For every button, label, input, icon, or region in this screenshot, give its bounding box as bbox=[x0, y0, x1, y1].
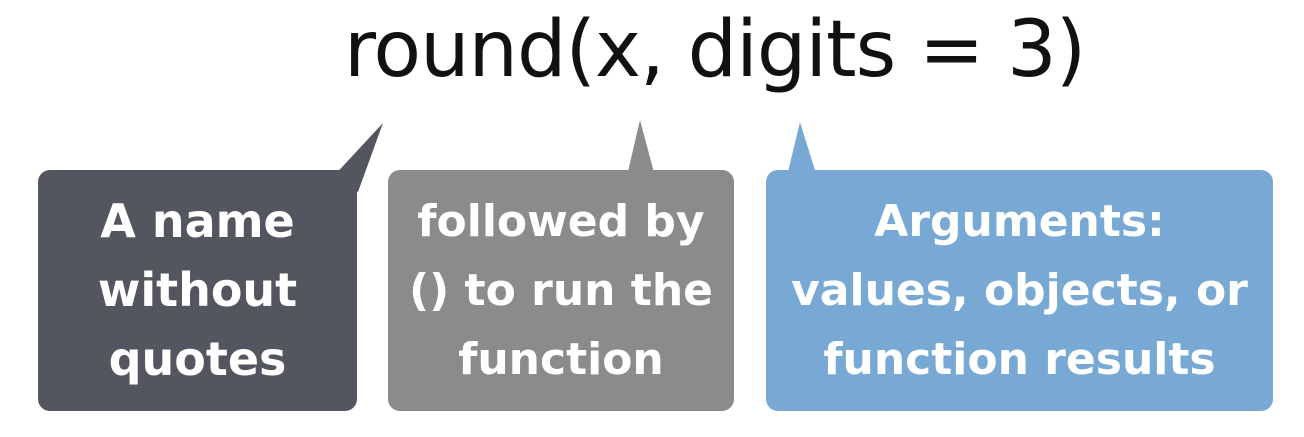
callout-name-line-1: A name bbox=[100, 194, 295, 248]
callout-args-line-3: function results bbox=[823, 334, 1216, 385]
callout-name-line-2: without bbox=[97, 263, 298, 317]
callout-args-line-1: Arguments: bbox=[874, 196, 1165, 247]
callout-pointer-parens bbox=[626, 120, 656, 180]
code-expression: round(x, digits = 3) bbox=[0, 0, 1304, 110]
callout-args-line-2: values, objects, or bbox=[791, 265, 1248, 316]
function-call-text: round(x, digits = 3) bbox=[344, 5, 1086, 95]
callout-name-line-3: quotes bbox=[108, 332, 287, 386]
callout-parens-line-2: () to run the bbox=[409, 265, 713, 316]
callout-pointer-arguments bbox=[786, 122, 818, 180]
callout-function-name: A name without quotes bbox=[38, 170, 357, 411]
callout-arguments: Arguments: values, objects, or function … bbox=[766, 170, 1273, 411]
callout-parens-line-1: followed by bbox=[417, 196, 705, 247]
callout-parens-line-3: function bbox=[458, 334, 664, 385]
callout-parentheses: followed by () to run the function bbox=[388, 170, 734, 411]
